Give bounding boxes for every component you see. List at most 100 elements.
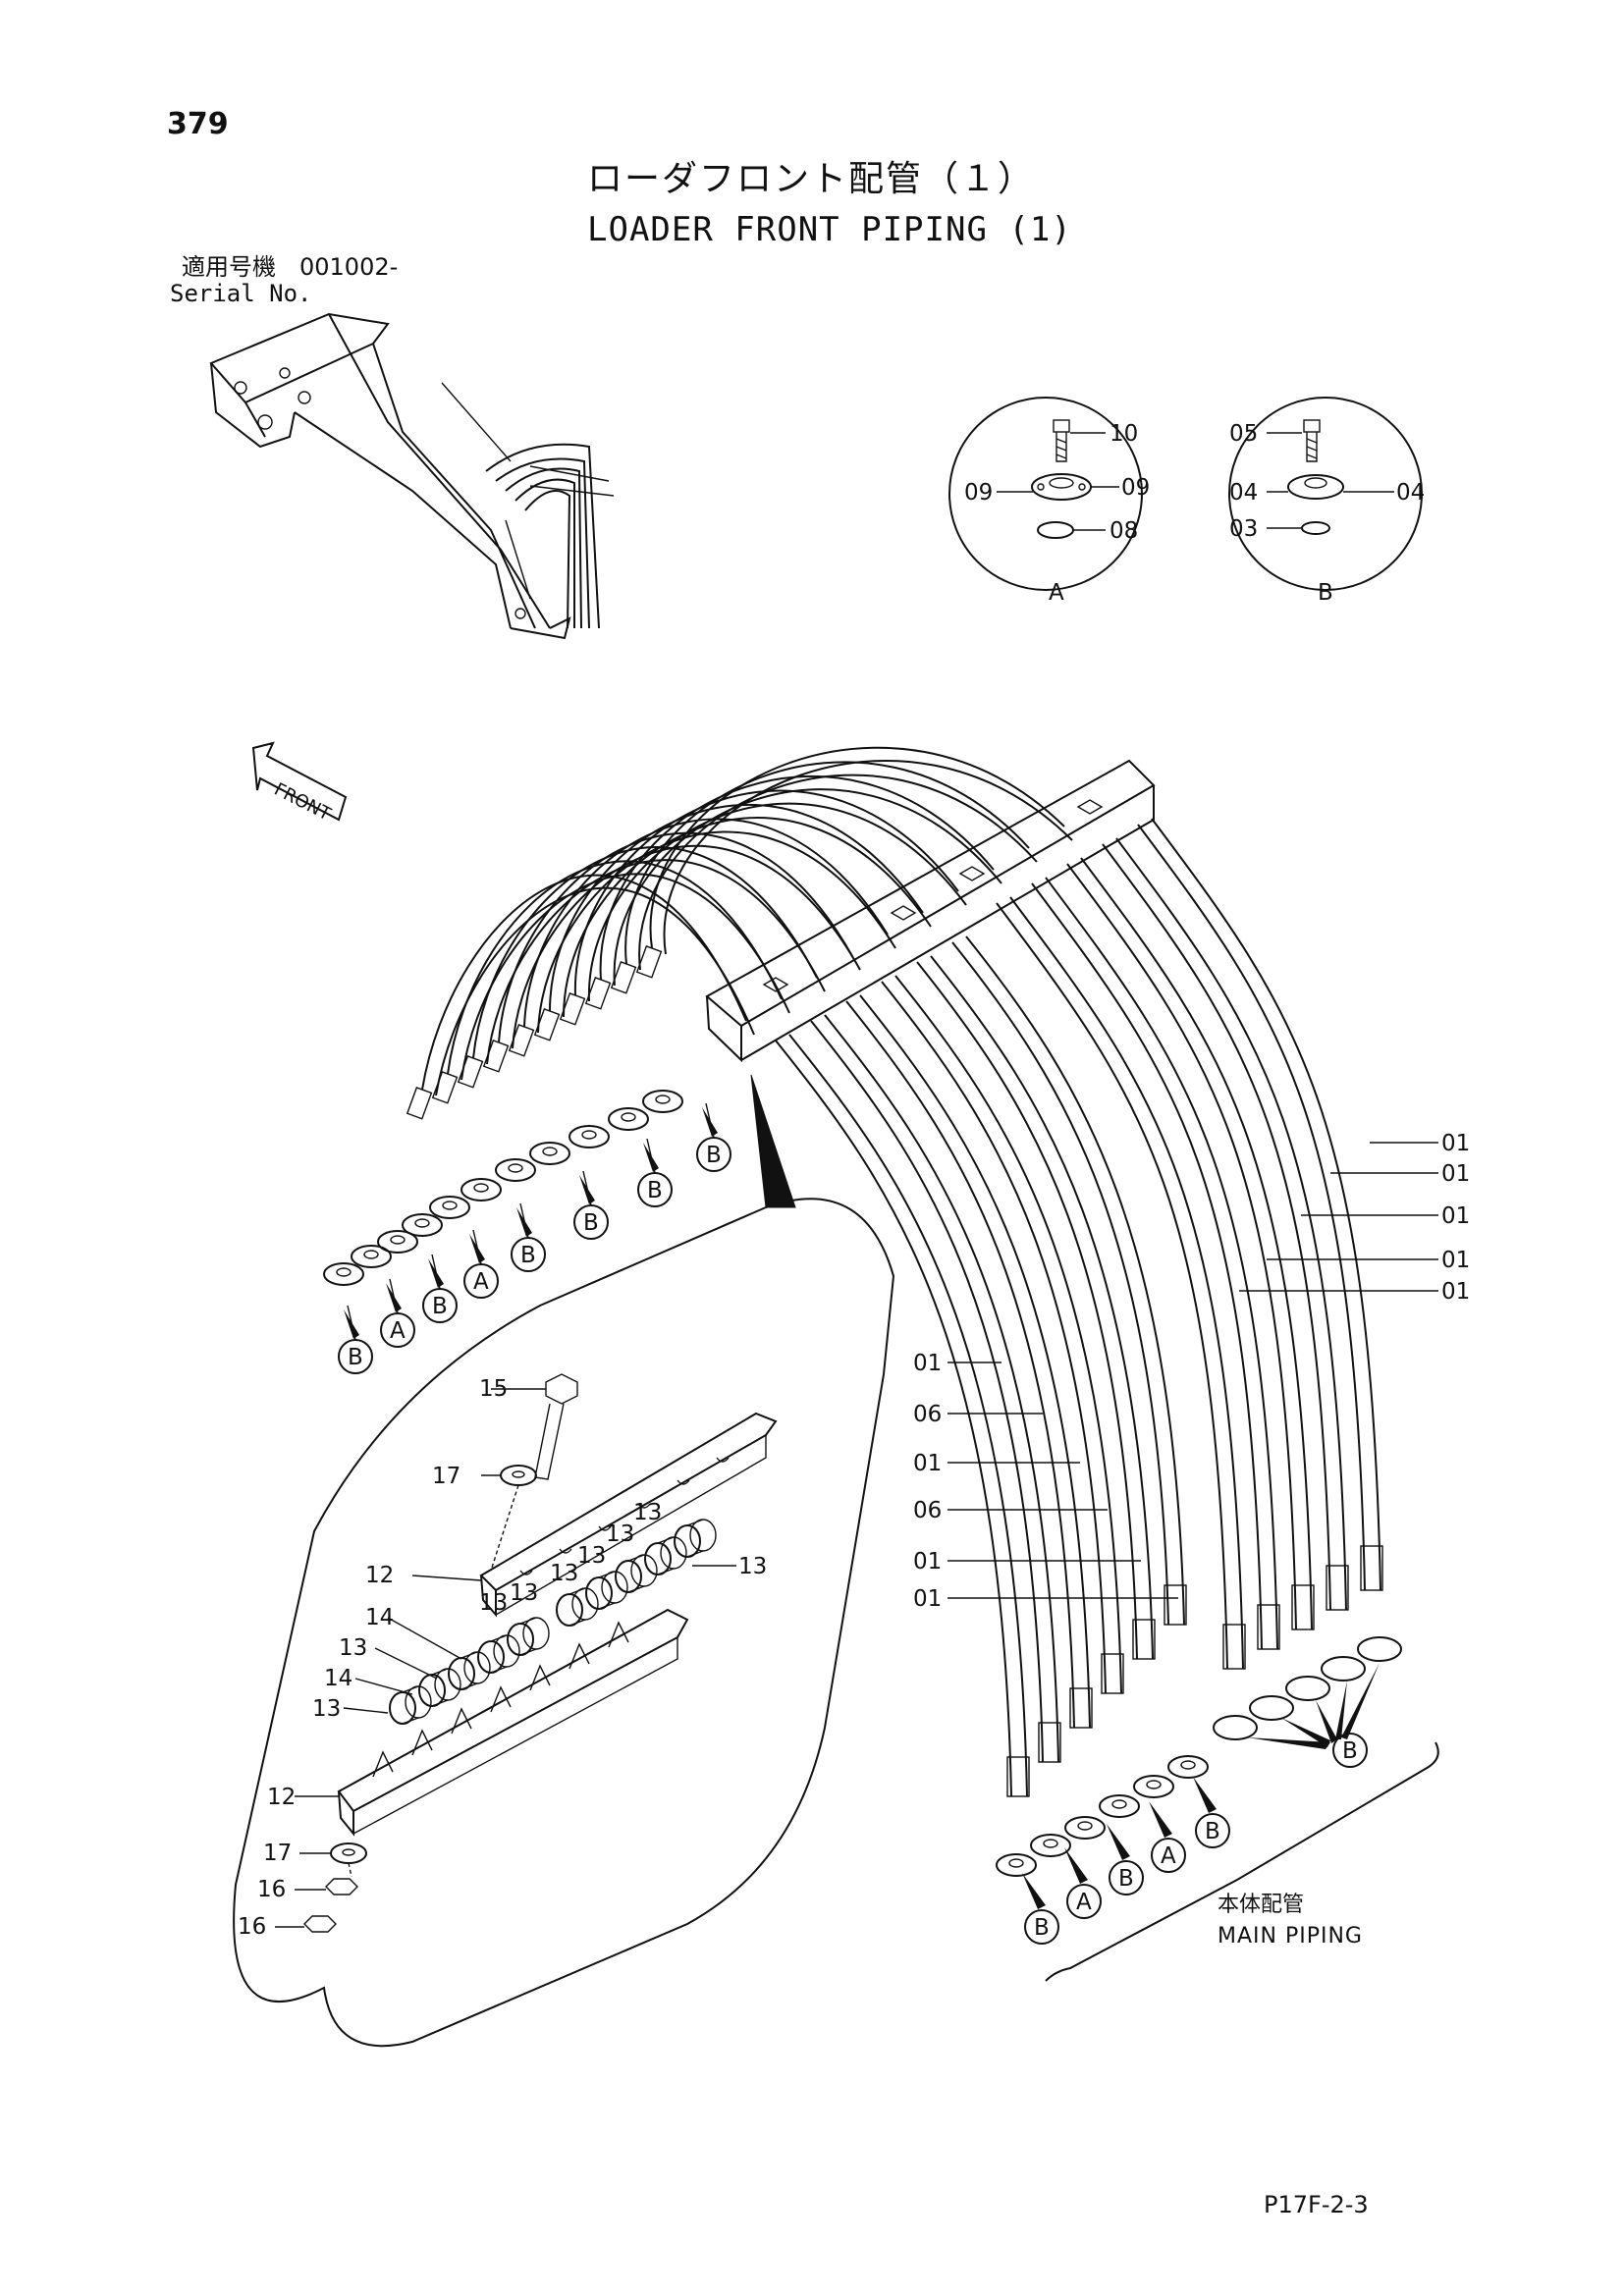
clamp-callout-17-bottom: 17 [263, 1841, 292, 1866]
hose-clamp-block [705, 759, 1156, 1208]
sleeve [585, 1576, 613, 1610]
hose-fitting [457, 1055, 484, 1089]
page-title-jp: ローダフロント配管（１） [587, 159, 1036, 199]
sleeve-end [405, 1685, 432, 1719]
flange-marker-lower-0: B [1034, 1915, 1050, 1941]
clamp-callout-13-a: 13 [479, 1590, 508, 1616]
detail-a-part-09-left: 09 [964, 480, 993, 506]
hose-end-fitting [1132, 1619, 1156, 1660]
hose-callout-right-1: 01 [1441, 1131, 1470, 1156]
sleeve-end [522, 1617, 550, 1650]
hose-end-fitting [1326, 1565, 1349, 1611]
clamp-callout-14-b: 14 [324, 1666, 352, 1691]
detail-a-part-09-right: 09 [1121, 475, 1150, 501]
sleeve-end [493, 1634, 520, 1668]
flange-marker-upper-2: B [432, 1294, 448, 1319]
sleeve-end [463, 1651, 491, 1684]
flange-marker-circle [696, 1137, 731, 1172]
hose-descending-edge [824, 1014, 1059, 1763]
sleeve-edge [490, 1666, 508, 1674]
flange [568, 1125, 610, 1148]
flange [608, 1107, 649, 1131]
hose-descending-edge [965, 935, 1185, 1626]
flange-marker-circle [1151, 1838, 1186, 1873]
hose-descending [881, 981, 1107, 1694]
flange-marker-upper-4: B [520, 1243, 536, 1268]
flange-bore [442, 1201, 458, 1210]
hose-callout-mid-3: 01 [913, 1451, 942, 1476]
sleeve [674, 1524, 701, 1558]
clamp-callout-17-top: 17 [432, 1464, 460, 1489]
sleeve-edge [627, 1585, 645, 1593]
hose-callout-mid-4: 06 [913, 1498, 942, 1523]
flange-marker-right: B [1342, 1738, 1358, 1764]
front-direction-arrow: FRONT [251, 741, 348, 826]
flange-marker-circle [338, 1339, 373, 1374]
hose-callout-mid-5: 01 [913, 1549, 942, 1575]
clamp-detail-inset: 15 17 12 13 13 13 13 13 13 14 13 14 13 1… [233, 1198, 895, 2048]
right-flange-group: B [1213, 1636, 1402, 1768]
detail-a-part-10: 10 [1110, 421, 1138, 447]
flange [1030, 1834, 1071, 1857]
hose-callout-mid-1: 01 [913, 1351, 942, 1376]
sleeve-edge [402, 1717, 419, 1725]
clamp-callout-13-e: 13 [606, 1522, 634, 1547]
sleeve-edge [460, 1682, 478, 1690]
serial-label-en: Serial No. [170, 280, 312, 307]
flange-bore [655, 1095, 671, 1104]
flange-marker-upper-1: A [390, 1318, 406, 1344]
clamp-callout-13-b: 13 [510, 1580, 538, 1606]
sleeve-end [660, 1536, 687, 1570]
hose-arch-inner [587, 802, 967, 1002]
sleeve-edge [431, 1668, 449, 1676]
detail-b-part-04-right: 04 [1396, 480, 1425, 506]
flange [1133, 1775, 1174, 1798]
clamp-callout-13-f: 13 [633, 1500, 662, 1525]
page-title-en: LOADER FRONT PIPING (1) [587, 210, 1072, 249]
hose-descending [810, 1020, 1044, 1763]
flange-marker-upper-3: A [473, 1269, 489, 1295]
hose-descending-right [1031, 882, 1263, 1650]
main-piping-bracket [1045, 1741, 1439, 1982]
hose-arch [624, 761, 1030, 965]
hose-callout-right-4: 01 [1441, 1248, 1470, 1273]
sleeve-edge [568, 1619, 586, 1627]
sleeve-edge [657, 1536, 675, 1544]
marker-leader-arrow [1149, 1801, 1172, 1838]
detail-a: 10 09 09 08 A [948, 397, 1150, 606]
flange-marker-circle [1066, 1884, 1102, 1919]
flange-marker-circle [637, 1172, 673, 1207]
main-piping-label-en: MAIN PIPING [1218, 1924, 1363, 1949]
flange-bore [621, 1112, 636, 1122]
page-number: 379 [167, 107, 229, 141]
sleeve [556, 1593, 583, 1627]
flange-bore [363, 1250, 379, 1259]
hose-descending [845, 1000, 1075, 1729]
marker-leader-arrow [643, 1143, 659, 1172]
hose-callout-mid-2: 06 [913, 1402, 942, 1427]
hose-fitting [584, 977, 612, 1010]
hose-end-fitting [1291, 1584, 1315, 1630]
hose-end-fitting [1164, 1584, 1187, 1626]
sleeve-edge [627, 1554, 645, 1562]
hose-descending-edge [894, 975, 1122, 1694]
sleeve-end [689, 1519, 717, 1552]
hose-arch-inner [512, 844, 861, 1049]
sleeve-edge [657, 1568, 675, 1575]
detail-b-part-03: 03 [1229, 516, 1258, 542]
hose-callout-mid-6: 01 [913, 1586, 942, 1612]
hose-descending-right [1137, 824, 1366, 1591]
sleeve-edge [519, 1617, 537, 1625]
hose-descending [775, 1040, 1012, 1797]
hose-end-fitting [1069, 1687, 1093, 1729]
flange-marker-upper-0: B [348, 1345, 363, 1370]
hose-descending-right-edge [1080, 857, 1313, 1630]
hose-arch-inner [435, 886, 755, 1096]
flange [529, 1142, 570, 1165]
sleeve [477, 1640, 505, 1674]
flange [996, 1853, 1037, 1877]
clamp-callout-15: 15 [479, 1376, 508, 1402]
flange-bore [1180, 1760, 1196, 1770]
hose-end-fitting [1006, 1756, 1030, 1797]
